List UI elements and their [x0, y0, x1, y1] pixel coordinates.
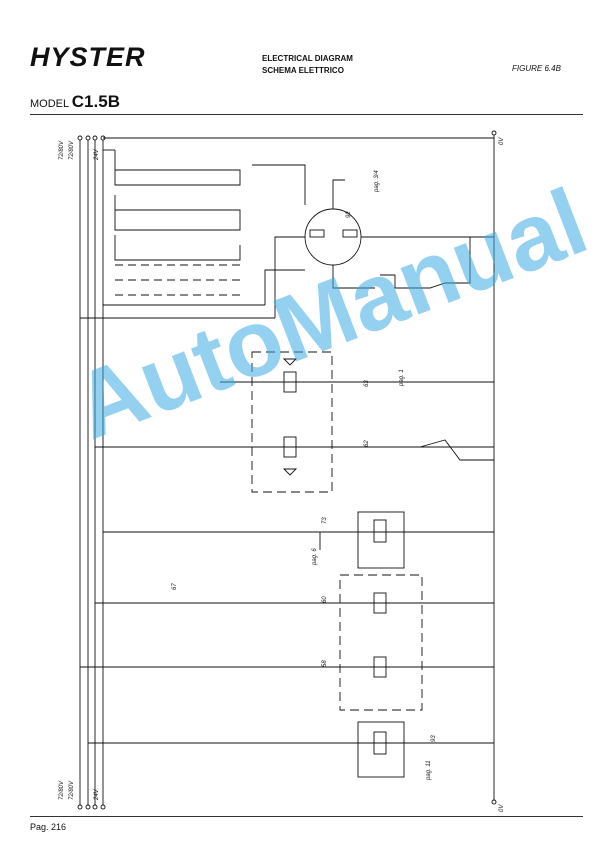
loop-b26	[114, 195, 241, 231]
component-92: 92	[346, 211, 352, 218]
rail-label-bottom: 24V	[94, 788, 100, 801]
relay-coil-s31	[373, 656, 387, 678]
rail-terminal	[85, 804, 91, 810]
rail-terminal	[100, 804, 106, 810]
hyster-logo: HYSTER	[30, 42, 146, 72]
wire-93: 93	[431, 735, 437, 742]
line-57	[380, 237, 471, 289]
link	[274, 236, 305, 318]
rail-label-bottom: 72/80V	[59, 780, 65, 800]
title-line-1: ELECTRICAL DIAGRAM	[262, 54, 353, 63]
loop-b42	[114, 235, 241, 261]
page-number: Pag. 216	[30, 822, 67, 832]
rail-terminal	[85, 135, 91, 141]
ref-pag34: pag. 3/4	[374, 170, 380, 193]
line-54	[332, 265, 375, 289]
diode-s16	[282, 468, 298, 476]
diagram-title: ELECTRICAL DIAGRAM SCHEMA ELETTRICO	[262, 53, 353, 77]
wire-73: 73	[322, 517, 328, 524]
relay-coil-s4	[373, 592, 387, 614]
relay-frame-s2	[357, 721, 405, 778]
rail-terminal	[77, 135, 83, 141]
rail-terminal	[77, 804, 83, 810]
relay-coil-s5	[373, 519, 387, 543]
loop-b41	[115, 264, 240, 296]
link	[252, 164, 306, 205]
rail-label-bottom: 72/80V	[69, 780, 75, 800]
title-line-2: SCHEMA ELETTRICO	[262, 66, 344, 75]
footer-rule	[30, 816, 583, 817]
switch-sw	[419, 439, 494, 461]
wire-60: 60	[322, 596, 328, 603]
rail-terminal	[92, 135, 98, 141]
relay-box-s4-s31	[339, 574, 423, 711]
wire-62: 62	[364, 440, 370, 447]
diode-s7	[282, 358, 298, 366]
rail-label-top: 72/80V	[59, 140, 65, 160]
module-92-terminal	[342, 229, 358, 238]
header-rule	[30, 114, 583, 115]
ref-pag6: pag. 6	[312, 548, 318, 566]
relay-coil-s2	[373, 731, 387, 755]
link	[264, 269, 305, 305]
relay-frame-s5	[357, 511, 405, 569]
ref-pag11: pag. 11	[426, 760, 432, 781]
model-value: C1.5B	[71, 92, 120, 111]
model-label: MODEL C1.5B	[30, 92, 120, 112]
wire-58: 58	[322, 660, 328, 667]
rail-terminal	[491, 799, 497, 805]
model-prefix: MODEL	[30, 98, 69, 110]
rail-terminal	[491, 130, 497, 136]
zero-label-bottom: 0V	[499, 804, 505, 812]
loop-b27	[114, 150, 241, 186]
rail-label-top: 72/80V	[69, 140, 75, 160]
rail-label-top: 24V	[94, 148, 100, 161]
ref-pag1: pag. 1	[399, 369, 405, 387]
rail-terminal	[92, 804, 98, 810]
zero-label-top: 0V	[499, 137, 505, 145]
relay-box-s7-s16	[251, 351, 333, 493]
module-92-terminal	[309, 229, 325, 238]
line-96	[332, 179, 345, 209]
wire-67: 67	[172, 583, 178, 590]
figure-number: FIGURE 6.4B	[512, 64, 561, 73]
wire-63: 63	[364, 380, 370, 387]
